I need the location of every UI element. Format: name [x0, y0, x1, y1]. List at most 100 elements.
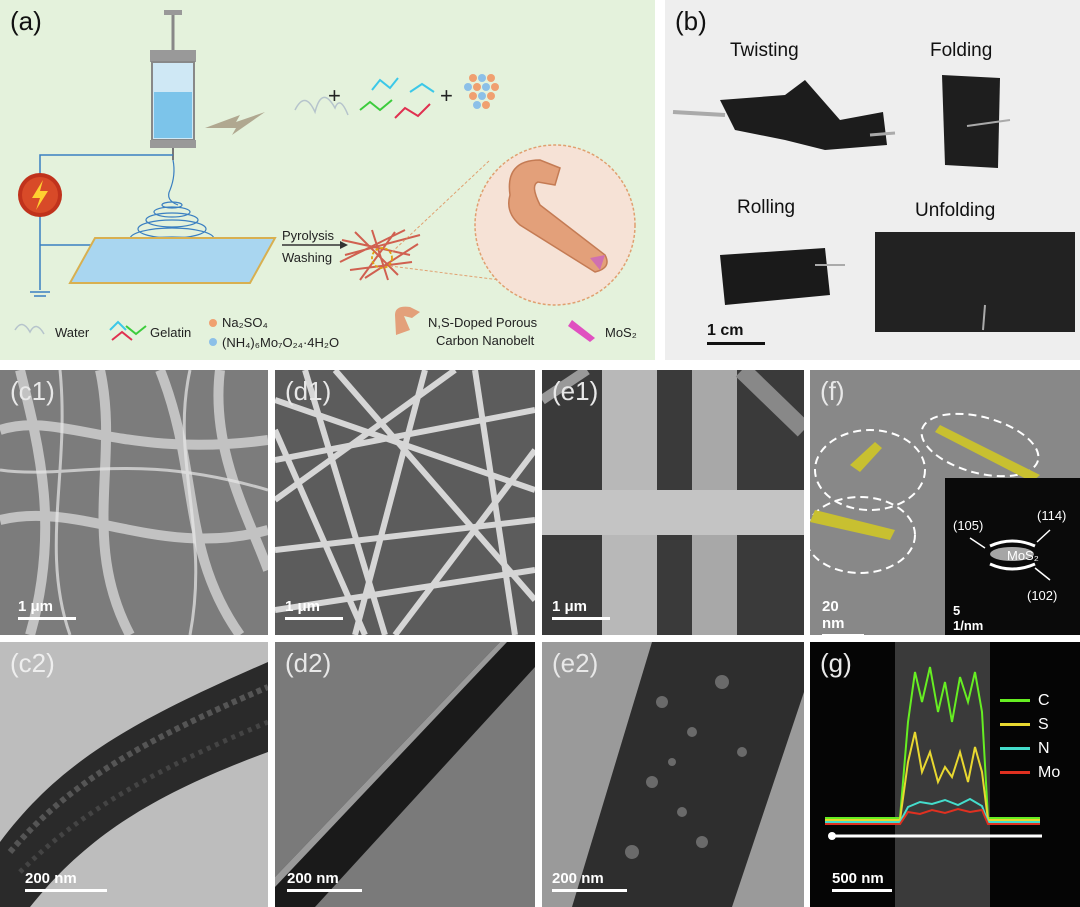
panel-g-scale-text: 500 nm — [832, 870, 884, 887]
panel-d2-scale-bar: 200 nm — [287, 870, 362, 892]
linescan-line-S — [825, 731, 1040, 821]
legend-mos2-label: MoS₂ — [605, 325, 637, 340]
svg-text:+: + — [328, 83, 341, 108]
panel-c2-scale-bar: 200 nm — [25, 870, 107, 892]
process-label-pyrolysis: Pyrolysis — [282, 228, 335, 243]
legend-water-label: Water — [55, 325, 90, 340]
panel-e2-scale-bar: 200 nm — [552, 870, 627, 892]
saed-inset: (105) (114) (102) MoS₂ 5 1/nm — [945, 478, 1080, 635]
legend-C-label: C — [1038, 692, 1050, 709]
panel-f-scale-bar: 20 nm — [822, 598, 864, 635]
panel-d2-scale-text: 200 nm — [287, 870, 339, 887]
collector-mat — [68, 237, 277, 284]
panel-c2-scale-line — [25, 889, 107, 892]
panel-g-scale-line — [832, 889, 892, 892]
panel-b-scale-bar: 1 cm — [707, 322, 765, 345]
c1-wrinkled-fibers — [0, 370, 268, 635]
saed-index-102: (102) — [1027, 588, 1058, 603]
saed-index-114: (114) — [1037, 508, 1067, 523]
nanobelt-illustration — [508, 159, 608, 273]
saed-scale-text: 5 1/nm — [953, 603, 984, 633]
legend-Mo: Mo — [1000, 764, 1060, 782]
e2-mos2-loaded-fiber — [572, 642, 804, 907]
panel-b-scale-text: 1 cm — [707, 322, 744, 339]
water-molecule-icon — [294, 96, 349, 116]
panel-d1-sem: (d1) 1 μm — [275, 370, 535, 635]
legend-nanobelt-icon — [395, 306, 420, 335]
panel-g-eds-linescan: (g) C S N Mo 500 nm — [810, 642, 1080, 907]
legend-C: C — [1000, 692, 1050, 710]
panel-a-label: (a) — [10, 6, 42, 36]
legend-N: N — [1000, 740, 1050, 758]
panel-d1-label: (d1) — [285, 376, 332, 406]
electrospinning-schematic: + + — [14, 10, 636, 346]
panel-d2-label: (d2) — [285, 648, 332, 678]
panel-e2-tem: (e2) 200 nm — [542, 642, 804, 907]
panel-c1-label: (c1) — [10, 376, 55, 406]
panel-d2-tem: (d2) 200 nm — [275, 642, 535, 907]
twisting-label: Twisting — [730, 40, 799, 61]
gelatin-molecule-icon — [359, 77, 435, 119]
panel-e2-scale-line — [552, 889, 627, 892]
linescan-line-Mo — [825, 807, 1040, 825]
syringe-icon — [150, 10, 196, 160]
legend-N-label: N — [1038, 740, 1050, 757]
panel-g-label: (g) — [820, 648, 852, 678]
panel-b-label: (b) — [675, 6, 707, 36]
unfolded-membrane-photo — [875, 232, 1075, 332]
g-linescan-plot — [825, 642, 1042, 907]
e1-crossed-belts — [542, 370, 804, 635]
panel-c1-scale-text: 1 μm — [18, 598, 54, 615]
panel-b-flexibility-photos: (b) Twisting Folding Rolling Unfolding 1… — [665, 0, 1080, 360]
panel-e2-scale-text: 200 nm — [552, 870, 604, 887]
panel-c1-scale-line — [18, 617, 76, 620]
legend-water-icon — [14, 323, 45, 335]
saed-scale-bar: 5 1/nm — [953, 603, 983, 635]
panel-e1-scale-bar: 1 μm — [552, 598, 610, 620]
panel-g-scale-bar: 500 nm — [832, 870, 892, 892]
saed-mos2-label: MoS₂ — [1007, 548, 1039, 563]
legend-na2so4-label: Na₂SO₄ — [222, 315, 268, 330]
linescan-line-C — [825, 666, 1040, 819]
rolled-membrane-photo — [720, 248, 830, 305]
folded-membrane-photo — [942, 75, 1000, 168]
process-label-washing: Washing — [282, 250, 333, 265]
mos2-sheet-2 — [850, 442, 882, 472]
panel-c2-label: (c2) — [10, 648, 55, 678]
carbon-nanobelt-network — [339, 229, 421, 281]
unfolding-label: Unfolding — [915, 200, 996, 221]
d1-smooth-fibers — [275, 370, 535, 635]
svg-text:+: + — [440, 83, 453, 108]
d2-solid-fiber — [275, 642, 535, 907]
panel-d1-scale-text: 1 μm — [285, 598, 321, 615]
legend-na2so4-icon — [209, 319, 217, 327]
saed-pattern — [969, 529, 1051, 581]
panel-e1-label: (e1) — [552, 376, 599, 406]
legend-molybdate-icon — [209, 338, 217, 346]
panel-c1-scale-bar: 1 μm — [18, 598, 76, 620]
panel-f-tem: (f) 20 nm (105) (114) (102) MoS₂ 5 1/nm — [810, 370, 1080, 635]
legend-mos2-icon — [568, 320, 595, 342]
panel-d2-scale-line — [287, 889, 362, 892]
folding-label: Folding — [930, 40, 993, 61]
legend-S: S — [1000, 716, 1049, 734]
voltage-arrow-icon — [205, 112, 265, 135]
salt-particles-icon — [464, 74, 499, 109]
legend-gelatin-label: Gelatin — [150, 325, 192, 340]
membrane-photos — [672, 75, 1075, 332]
panel-f-scale-line — [822, 634, 864, 635]
legend-nanobelt-label-2: Carbon Nanobelt — [436, 333, 535, 348]
panel-f-label: (f) — [820, 376, 845, 406]
panel-d1-scale-line — [285, 617, 343, 620]
legend-nanobelt-label-1: N,S-Doped Porous — [428, 315, 538, 330]
saed-index-105: (105) — [953, 518, 984, 533]
mos2-sheet-1 — [935, 425, 1040, 482]
panel-c1-sem: (c1) 1 μm — [0, 370, 268, 635]
panel-e1-scale-line — [552, 617, 610, 620]
panel-c2-scale-text: 200 nm — [25, 870, 77, 887]
panel-d1-scale-bar: 1 μm — [285, 598, 343, 620]
linescan-line-N — [825, 797, 1040, 823]
panel-f-scale-text: 20 nm — [822, 598, 845, 632]
panel-e1-scale-text: 1 μm — [552, 598, 588, 615]
c2-porous-fiber — [0, 662, 268, 907]
